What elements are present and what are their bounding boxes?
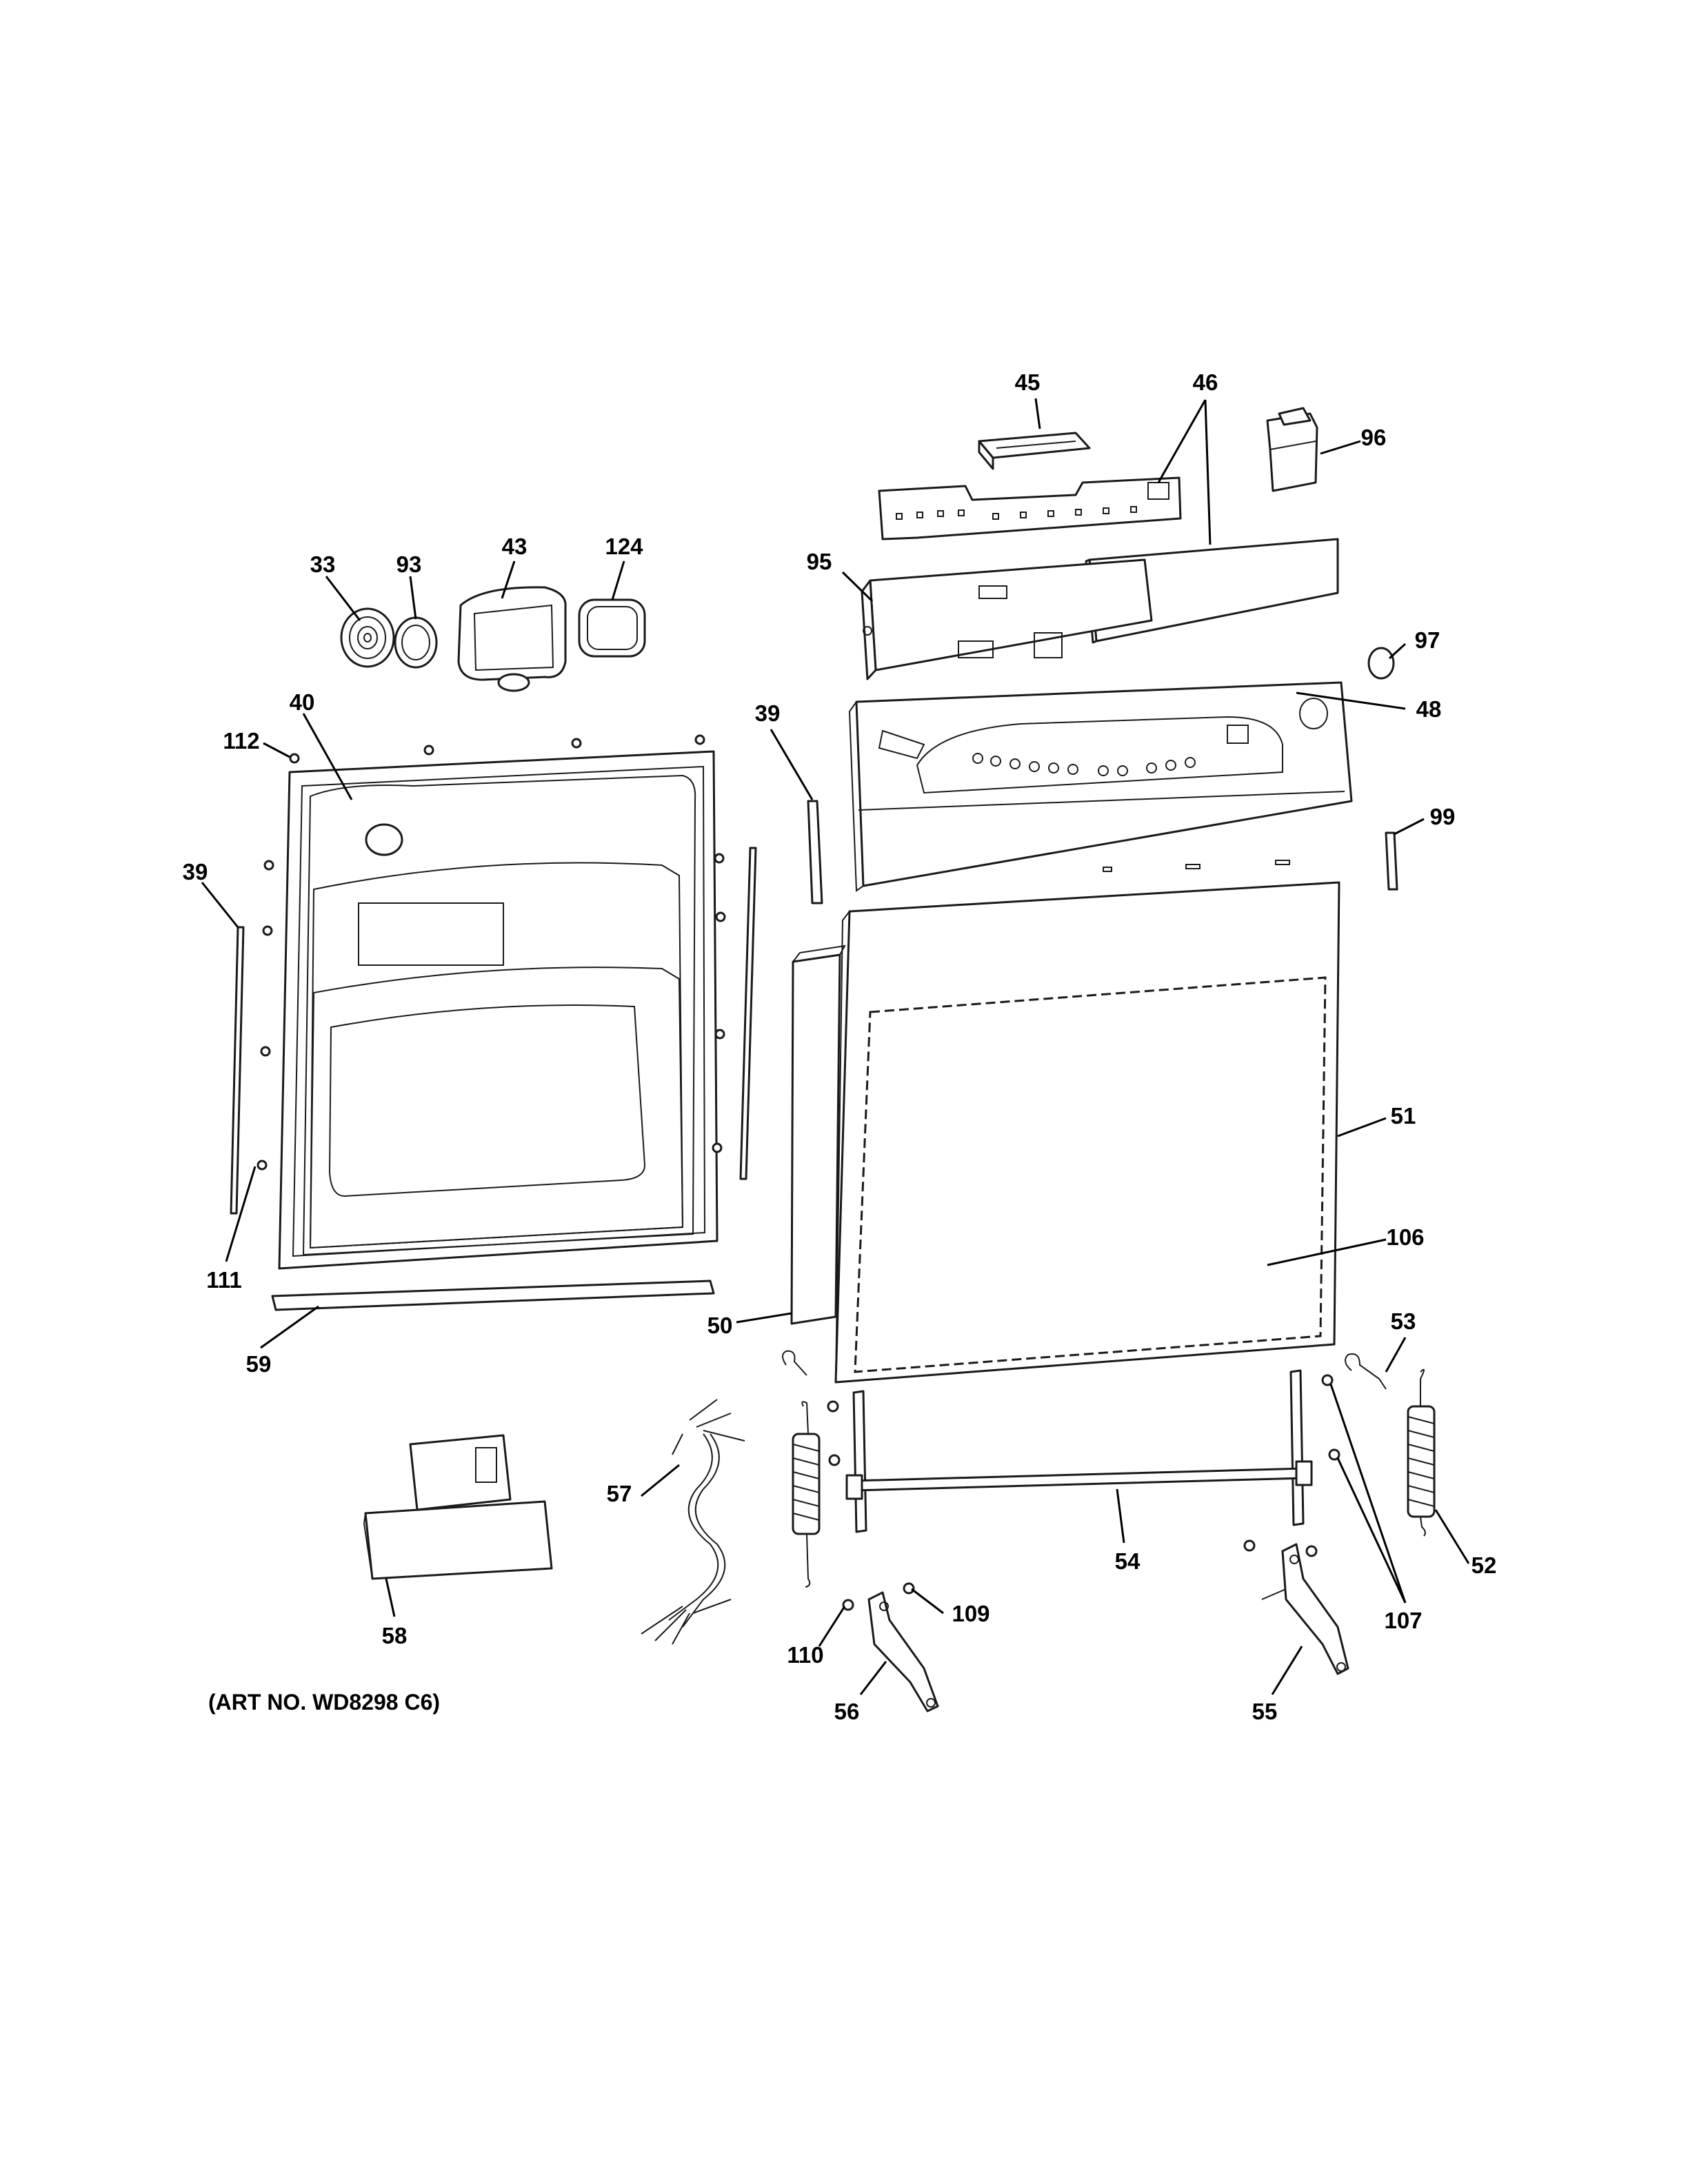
part-59-bottom-trim	[271, 1280, 715, 1311]
part-96-bracket	[1266, 407, 1318, 492]
label-97: 97	[1415, 627, 1440, 653]
part-51-outer-door	[834, 881, 1340, 1384]
label-53: 53	[1391, 1308, 1416, 1334]
label-110: 110	[787, 1642, 823, 1668]
label-50: 50	[707, 1313, 733, 1338]
part-40-inner-door	[278, 750, 719, 1270]
part-99-rail	[1385, 831, 1398, 891]
label-45: 45	[1015, 370, 1041, 395]
part-97-plug	[1367, 647, 1395, 680]
label-40: 40	[290, 689, 315, 715]
label-55: 55	[1252, 1699, 1278, 1724]
label-33: 33	[310, 552, 336, 577]
part-33-cap	[340, 607, 395, 668]
part-43-dispenser	[457, 586, 567, 692]
part-48-console	[848, 681, 1353, 892]
part-56-hinge	[867, 1591, 939, 1712]
part-54-hinge-bar	[845, 1369, 1313, 1533]
part-124-seal	[578, 598, 646, 658]
label-99: 99	[1430, 804, 1456, 829]
label-46: 46	[1193, 370, 1218, 395]
part-57-wire-harness	[641, 1399, 745, 1645]
part-52-spring	[1407, 1368, 1436, 1537]
label-56: 56	[834, 1699, 860, 1724]
small-fasteners	[827, 1374, 1340, 1611]
part-93-gasket-ring	[394, 616, 438, 669]
leader-lines	[201, 398, 1470, 1695]
label-43: 43	[502, 534, 528, 559]
art-number: (ART NO. WD8298 C6)	[208, 1690, 440, 1715]
label-96: 96	[1361, 425, 1387, 450]
label-109: 109	[952, 1601, 989, 1626]
label-59: 59	[246, 1351, 272, 1377]
door-screws	[257, 734, 726, 1171]
part-55-hinge	[1261, 1543, 1349, 1675]
label-52: 52	[1471, 1553, 1497, 1578]
left-spring	[792, 1401, 821, 1588]
label-57: 57	[607, 1481, 632, 1506]
part-53-hook	[782, 1350, 1387, 1390]
part-39-mid-rail	[807, 800, 823, 904]
part-50-side-trim	[790, 944, 846, 1325]
label-112: 112	[223, 728, 259, 754]
label-39-left: 39	[183, 859, 208, 884]
part-95-housing	[861, 558, 1153, 680]
label-107: 107	[1384, 1608, 1422, 1633]
part-58-module	[363, 1434, 553, 1580]
part-39-right-rail	[739, 847, 757, 1180]
label-106: 106	[1386, 1224, 1424, 1250]
part-labels: 45 46 96 95 33 93 43 124 97 48 40 112 39…	[183, 370, 1497, 1724]
part-39-left-rail	[230, 926, 245, 1215]
label-95: 95	[807, 549, 832, 574]
label-111: 111	[206, 1267, 241, 1293]
label-93: 93	[396, 552, 422, 577]
label-124: 124	[605, 534, 643, 559]
label-58: 58	[382, 1623, 408, 1648]
label-54: 54	[1115, 1548, 1141, 1574]
label-51: 51	[1391, 1103, 1416, 1129]
part-45-connector	[978, 432, 1091, 470]
label-48: 48	[1416, 696, 1442, 722]
label-39-mid: 39	[755, 700, 781, 726]
